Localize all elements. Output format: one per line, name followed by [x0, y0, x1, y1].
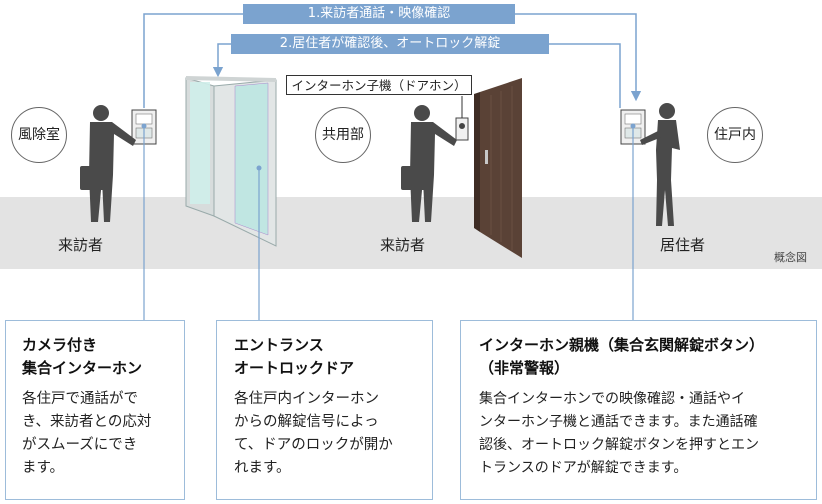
callout-2-body-line: れます。: [234, 460, 291, 476]
resident-label: 居住者: [660, 236, 706, 254]
callout-master-station: インターホン親機（集合玄関解錠ボタン） （非常警報） 集合インターホンでの映像確…: [460, 320, 817, 500]
callout-camera-intercom: カメラ付き 集合インターホン 各住戸で通話がで き、来訪者との応対 がスムーズに…: [5, 320, 185, 500]
callout-2-title: エントランス オートロックドア: [234, 334, 432, 380]
zone-wind-room: 風除室: [11, 107, 67, 163]
concept-note: 概念図: [774, 251, 807, 264]
callout-3-title-line: インターホン親機（集合玄関解錠ボタン）: [479, 336, 765, 354]
door-phone-label: インターホン子機（ドアホン）: [286, 75, 472, 95]
callout-3-body-line: 認後、オートロック解錠ボタンを押すとエン: [479, 437, 759, 453]
callout-1-body-line: 各住戸で通話がで: [22, 391, 138, 407]
callout-1-body-line: がスムーズにでき: [22, 437, 138, 453]
callout-3-body-line: 集合インターホンでの映像確認・通話やイ: [479, 391, 745, 407]
callout-1-title: カメラ付き 集合インターホン: [22, 334, 184, 380]
visitor-center-label: 来訪者: [380, 236, 426, 254]
callout-3-body: 集合インターホンでの映像確認・通話やイ ンターホン子機と通話できます。また通話確…: [479, 388, 816, 480]
visitor-left-label: 来訪者: [58, 236, 104, 254]
callout-3-title-line: （非常警報）: [479, 359, 570, 377]
callout-2-title-line: オートロックドア: [234, 359, 355, 377]
callout-3-title: インターホン親機（集合玄関解錠ボタン） （非常警報）: [479, 334, 816, 380]
callout-2-body-line: からの解錠信号によっ: [234, 414, 379, 430]
callout-2-body: 各住戸内インターホン からの解錠信号によっ て、ドアのロックが開か れます。: [234, 388, 432, 480]
step1-banner: 1.来訪者通話・映像確認: [243, 4, 515, 24]
unit-door: [474, 78, 522, 258]
callout-2-body-line: 各住戸内インターホン: [234, 391, 379, 407]
callout-1-body-line: き、来訪者との応対: [22, 414, 152, 430]
zone-inside-unit: 住戸内: [707, 107, 763, 163]
visitor-left-silhouette: [80, 105, 136, 222]
callout-1-body: 各住戸で通話がで き、来訪者との応対 がスムーズにでき ます。: [22, 388, 184, 480]
auto-lock-door: [185, 76, 277, 247]
resident-silhouette: [640, 103, 680, 226]
floor-band: [0, 197, 822, 269]
step2-banner: 2.居住者が確認後、オートロック解錠: [231, 34, 549, 54]
callout-2-title-line: エントランス: [234, 336, 324, 354]
callout-1-body-line: ます。: [22, 460, 65, 476]
callout-1-title-line: カメラ付き: [22, 336, 98, 354]
callout-2-body-line: て、ドアのロックが開か: [234, 437, 393, 453]
callout-autolock-door: エントランス オートロックドア 各住戸内インターホン からの解錠信号によっ て、…: [216, 320, 433, 500]
callout-3-body-line: トランスのドアが解錠できます。: [479, 460, 688, 476]
callout-3-body-line: ンターホン子機と通話できます。また通話確: [479, 414, 758, 430]
door-phone-panel: [455, 117, 469, 141]
visitor-center-silhouette: [401, 105, 457, 222]
zone-common-area: 共用部: [315, 107, 371, 163]
callout-1-title-line: 集合インターホン: [22, 359, 143, 377]
